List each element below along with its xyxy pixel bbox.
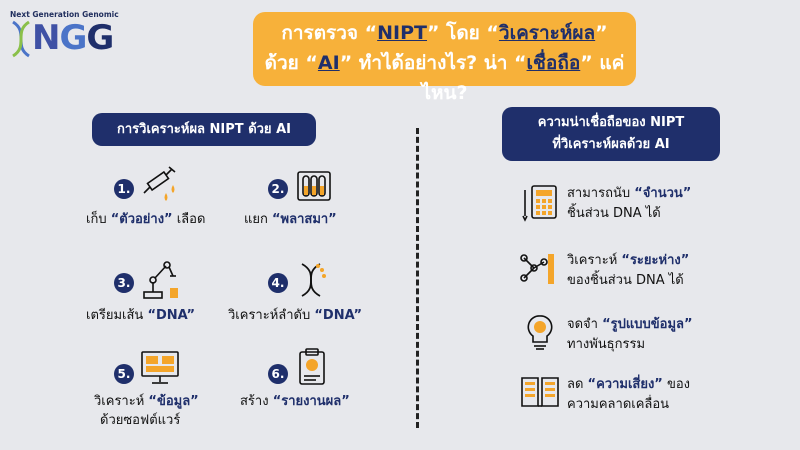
item-keyword: “ความเสี่ยง” <box>587 377 663 392</box>
step-label: วิเคราะห์ลำดับ “DNA” <box>228 304 362 325</box>
item-text-line-2: ของชิ้นส่วน DNA ได้ <box>567 273 684 288</box>
dashed-divider <box>416 128 419 428</box>
item-text-line-2: ชิ้นส่วน DNA ได้ <box>567 206 661 221</box>
banner-line-2: ด้วย “AI” ทำได้อย่างไร? น่า “เชื่อถือ” แ… <box>253 48 636 108</box>
step-text: วิเคราะห์ลำดับ <box>228 308 315 323</box>
lightbulb-icon <box>527 315 553 350</box>
logo-tagline: Next Generation Genomic <box>10 10 119 19</box>
item-keyword: “จำนวน” <box>634 186 692 201</box>
step-text: แยก <box>244 212 272 227</box>
right-title-line-1: ความน่าเชื่อถือของ NIPT <box>537 115 685 130</box>
item-keyword: “ระยะห่าง” <box>621 253 690 268</box>
banner-text: ” โดย “ <box>427 22 499 44</box>
title-banner: การตรวจ “NIPT” โดย “วิเคราะห์ผล” ด้วย “A… <box>253 12 636 104</box>
step-text: เลือด <box>172 212 206 227</box>
banner-text: ” แค่ไหน? <box>421 52 625 104</box>
book-icon <box>521 377 559 407</box>
right-title-line-2: ที่วิเคราะห์ผลด้วย AI <box>552 137 670 152</box>
reliability-item: จดจำ “รูปแบบข้อมูล” ทางพันธุกรรม <box>567 315 693 355</box>
logo: NGG <box>32 18 114 58</box>
right-section-title: ความน่าเชื่อถือของ NIPT ที่วิเคราะห์ผลด้… <box>502 107 720 161</box>
banner-text: ” <box>595 22 608 44</box>
calculator-icon <box>522 185 557 222</box>
step-keyword: “DNA” <box>314 308 363 323</box>
step-text: เตรียมเส้น <box>86 308 148 323</box>
left-section-title: การวิเคราะห์ผล NIPT ด้วย AI <box>92 113 316 146</box>
step-number: 6. <box>268 364 288 384</box>
item-text: ลด <box>567 377 588 392</box>
step-label: วิเคราะห์ “ข้อมูล” <box>94 390 199 411</box>
dna-icon <box>301 263 326 297</box>
ruler-network-icon <box>520 254 554 284</box>
banner-line-1: การตรวจ “NIPT” โดย “วิเคราะห์ผล” <box>253 18 636 48</box>
robot-arm-icon <box>143 261 178 299</box>
step-label-line-2: ด้วยซอฟต์แวร์ <box>100 413 181 428</box>
step-number: 3. <box>114 273 134 293</box>
banner-keyword: AI <box>317 52 340 74</box>
logo-letter-n: N <box>32 18 60 58</box>
item-text-line-2: ทางพันธุกรรม <box>567 337 646 352</box>
step-label: สร้าง “รายงานผล” <box>240 390 350 411</box>
step-number: 4. <box>268 273 288 293</box>
item-text-line-2: ความคลาดเคลื่อน <box>567 397 670 412</box>
step-number: 5. <box>114 364 134 384</box>
reliability-item: สามารถนับ “จำนวน” ชิ้นส่วน DNA ได้ <box>567 184 691 224</box>
item-text: วิเคราะห์ <box>567 253 622 268</box>
step-keyword: “ตัวอย่าง” <box>110 212 173 227</box>
step-text: เก็บ <box>86 212 111 227</box>
banner-text: การตรวจ “ <box>281 22 378 44</box>
reliability-item: วิเคราะห์ “ระยะห่าง” ของชิ้นส่วน DNA ได้ <box>567 251 689 291</box>
step-label: เตรียมเส้น “DNA” <box>86 304 195 325</box>
step-label: แยก “พลาสมา” <box>244 208 337 229</box>
banner-keyword: วิเคราะห์ผล <box>498 22 596 44</box>
step-number: 1. <box>114 179 134 199</box>
banner-text: ด้วย “ <box>264 52 318 74</box>
reliability-item: ลด “ความเสี่ยง” ของ ความคลาดเคลื่อน <box>567 375 690 415</box>
monitor-icon <box>141 351 179 384</box>
item-text: สามารถนับ <box>567 186 635 201</box>
step-label: เก็บ “ตัวอย่าง” เลือด <box>86 208 205 229</box>
step-text: วิเคราะห์ <box>94 394 149 409</box>
item-text: จดจำ <box>567 317 603 332</box>
clipboard-icon <box>299 348 325 385</box>
step-number: 2. <box>268 179 288 199</box>
step-keyword: “รายงานผล” <box>272 394 350 409</box>
item-keyword: “รูปแบบข้อมูล” <box>602 317 693 332</box>
step-keyword: “ข้อมูล” <box>148 394 199 409</box>
banner-keyword: NIPT <box>377 22 428 44</box>
step-keyword: “พลาสมา” <box>272 212 337 227</box>
item-text: ของ <box>662 377 691 392</box>
test-tubes-icon <box>297 171 331 201</box>
banner-text: ” ทำได้อย่างไร? น่า “ <box>339 52 527 74</box>
logo-helix-icon <box>12 20 30 58</box>
banner-keyword: เชื่อถือ <box>526 52 581 74</box>
logo-letter-g2: G <box>86 18 114 58</box>
step-text: สร้าง <box>240 394 273 409</box>
syringe-icon <box>143 166 176 201</box>
step-keyword: “DNA” <box>147 308 196 323</box>
logo-letter-g1: G <box>59 18 87 58</box>
